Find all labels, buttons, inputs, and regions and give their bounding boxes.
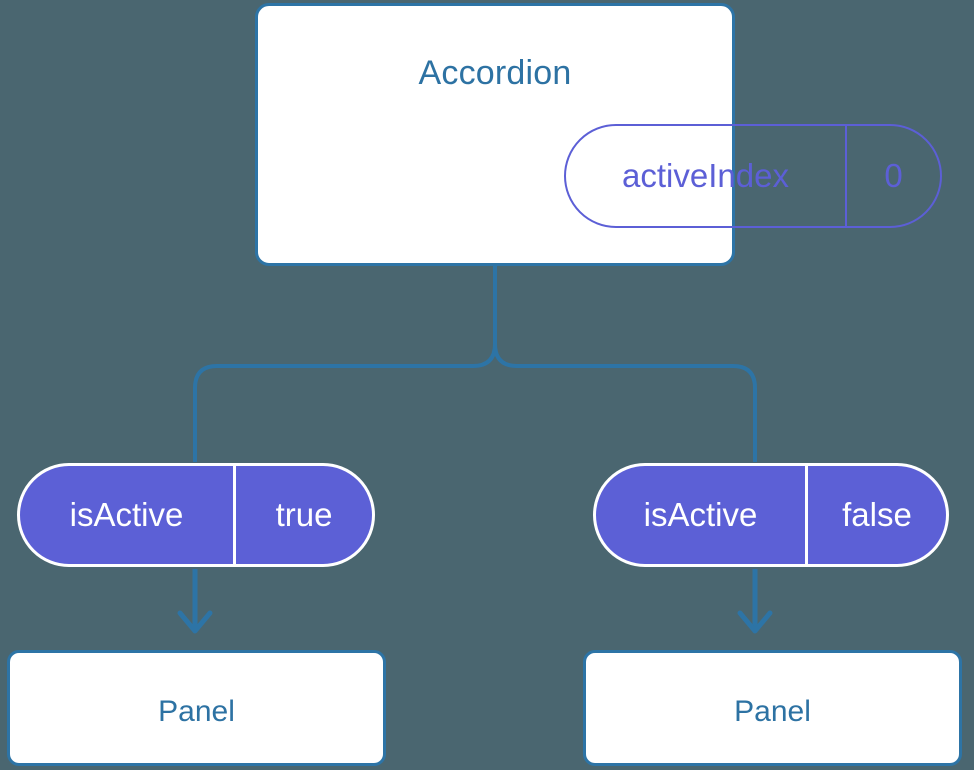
arrow-right-down-icon — [737, 569, 773, 634]
state-pill-active-index[interactable]: activeIndex 0 — [564, 124, 942, 228]
connector-right-branch — [493, 266, 757, 462]
panel-component-left[interactable]: Panel — [7, 650, 386, 766]
connector-left-branch — [193, 266, 497, 462]
panel-component-right[interactable]: Panel — [583, 650, 962, 766]
state-pill-value: 0 — [884, 157, 903, 194]
prop-pill-is-active-true[interactable]: isActive true — [17, 463, 375, 567]
panel-component-label: Panel — [158, 695, 235, 728]
panel-component-label: Panel — [734, 695, 811, 728]
accordion-component-label: Accordion — [418, 54, 572, 92]
prop-pill-key: isActive — [20, 466, 236, 564]
prop-pill-is-active-false[interactable]: isActive false — [593, 463, 949, 567]
prop-pill-value: false — [842, 496, 912, 533]
prop-pill-key: isActive — [596, 466, 808, 564]
state-pill-key: activeIndex — [566, 126, 847, 226]
arrow-left-down-icon — [177, 569, 213, 634]
accordion-component[interactable]: Accordion activeIndex 0 — [255, 3, 942, 266]
prop-pill-value: true — [275, 496, 333, 533]
